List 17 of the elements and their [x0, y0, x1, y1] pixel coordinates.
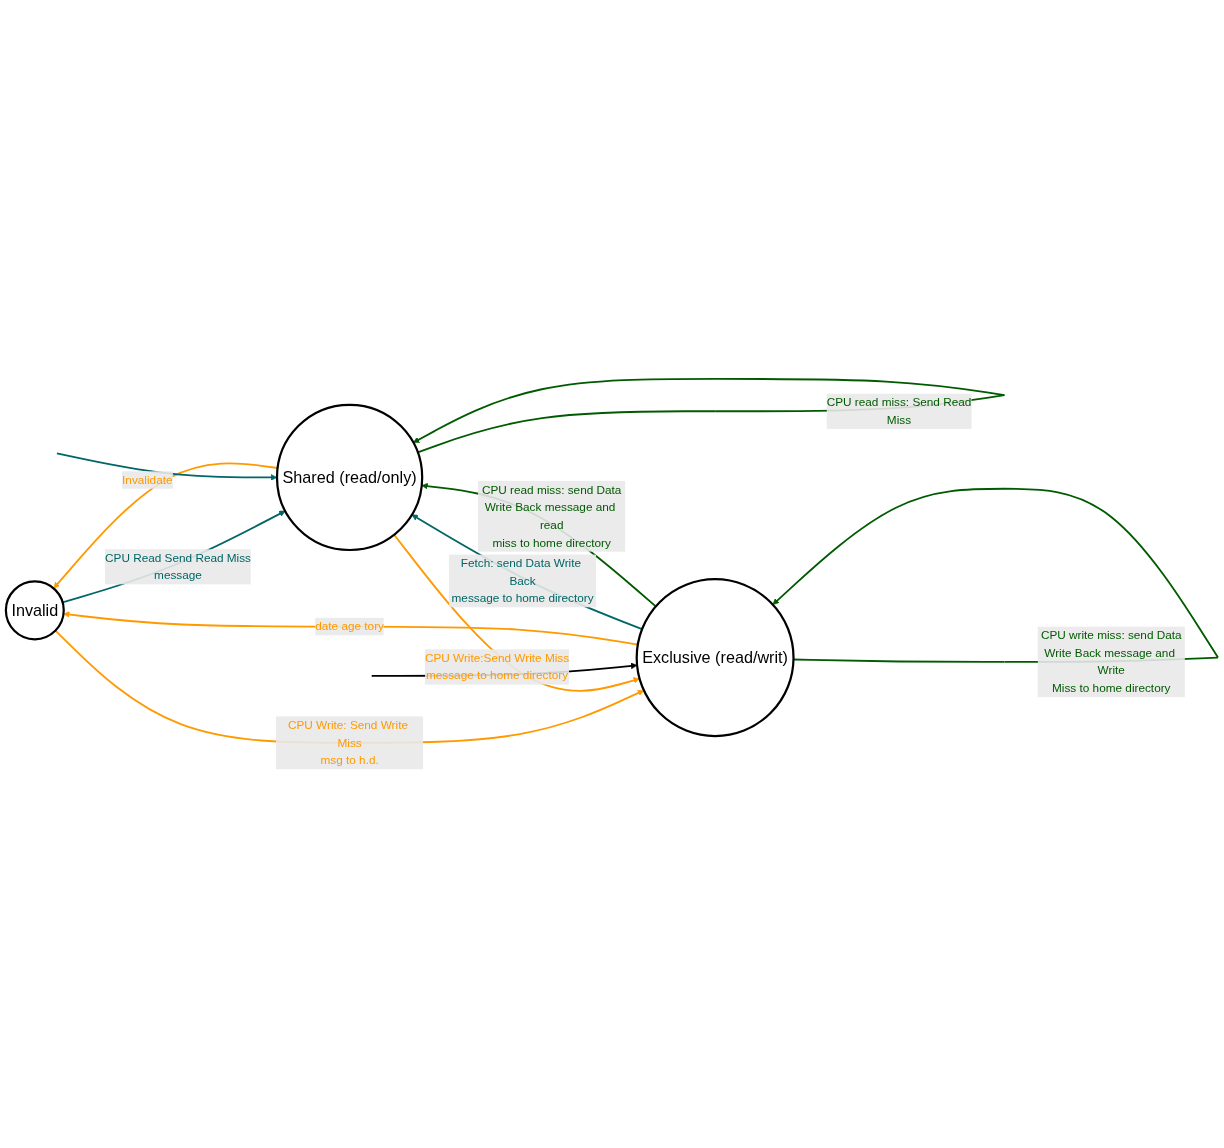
edge-label: CPU Read Send Read Miss message [105, 551, 252, 582]
arrow [56, 452, 278, 481]
edge-label: Fetch: send Data Write Back message to home directory [451, 556, 594, 605]
arrow [421, 482, 657, 608]
edge-label: CPU write miss: send Data Write Back message and Write Miss to home directory [1040, 628, 1182, 695]
edge-label: CPU Write: Send Write Miss msg to h.d. [287, 718, 408, 767]
node-circle: Exclusive (read/writ) [635, 578, 795, 738]
edge-label: CPU Write:Send Write Miss message to home directory [424, 651, 570, 682]
edge-label: date age tory [315, 619, 384, 633]
edge-label: Invalidate [122, 473, 173, 486]
node-circle: Shared (read/only) [275, 403, 424, 551]
arrow [53, 462, 279, 589]
node-circle: Invalid [4, 580, 65, 641]
arrow [54, 629, 645, 744]
arrow [393, 533, 640, 692]
edge-label: CPU read miss: Send Read Miss [826, 395, 972, 426]
edge-label: CPU read miss: send Data Write Back message and read miss to home directory [481, 483, 622, 549]
